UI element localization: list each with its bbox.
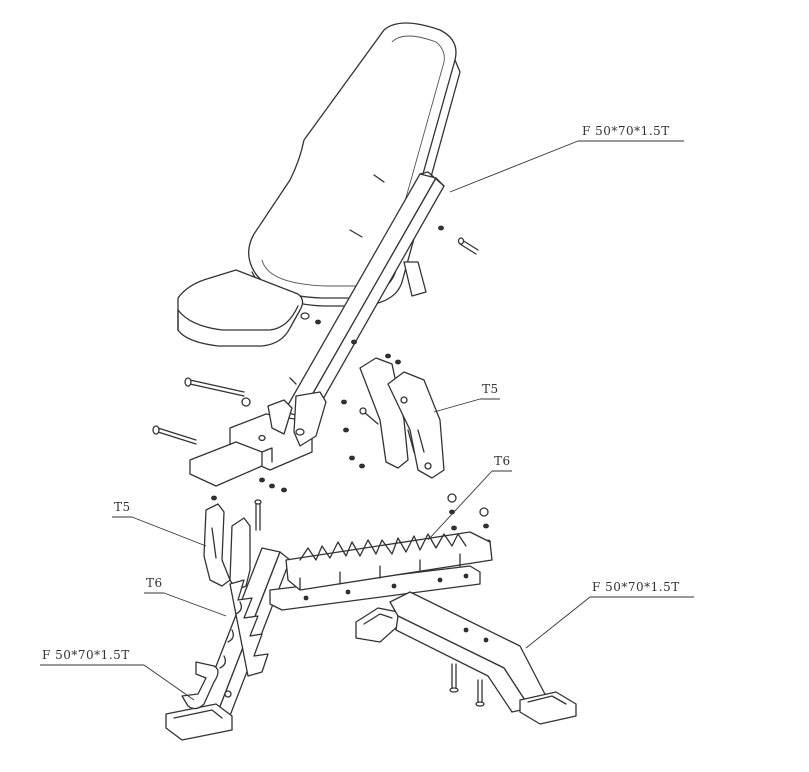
- label-leaders: [40, 140, 694, 701]
- label-left-t6: T6: [146, 576, 163, 590]
- label-front-leg-tube: F 50*70*1.5T: [42, 648, 130, 662]
- backrest-pivot-block: [189, 391, 327, 487]
- lower-t5-brackets: [203, 503, 251, 591]
- seat-pad: [177, 269, 310, 347]
- base-beam-with-teeth: [269, 531, 493, 611]
- label-right-t6: T6: [494, 454, 511, 468]
- rear-leg-assembly: [355, 591, 577, 725]
- label-backrest-tube: F 50*70*1.5T: [582, 124, 670, 138]
- upper-t5-brackets: [359, 357, 445, 479]
- label-upper-t5: T5: [482, 382, 499, 396]
- label-rear-leg-tube: F 50*70*1.5T: [592, 580, 680, 594]
- backrest-pad: [248, 22, 461, 307]
- pins-left: [152, 377, 251, 445]
- label-lower-t5: T5: [114, 500, 131, 514]
